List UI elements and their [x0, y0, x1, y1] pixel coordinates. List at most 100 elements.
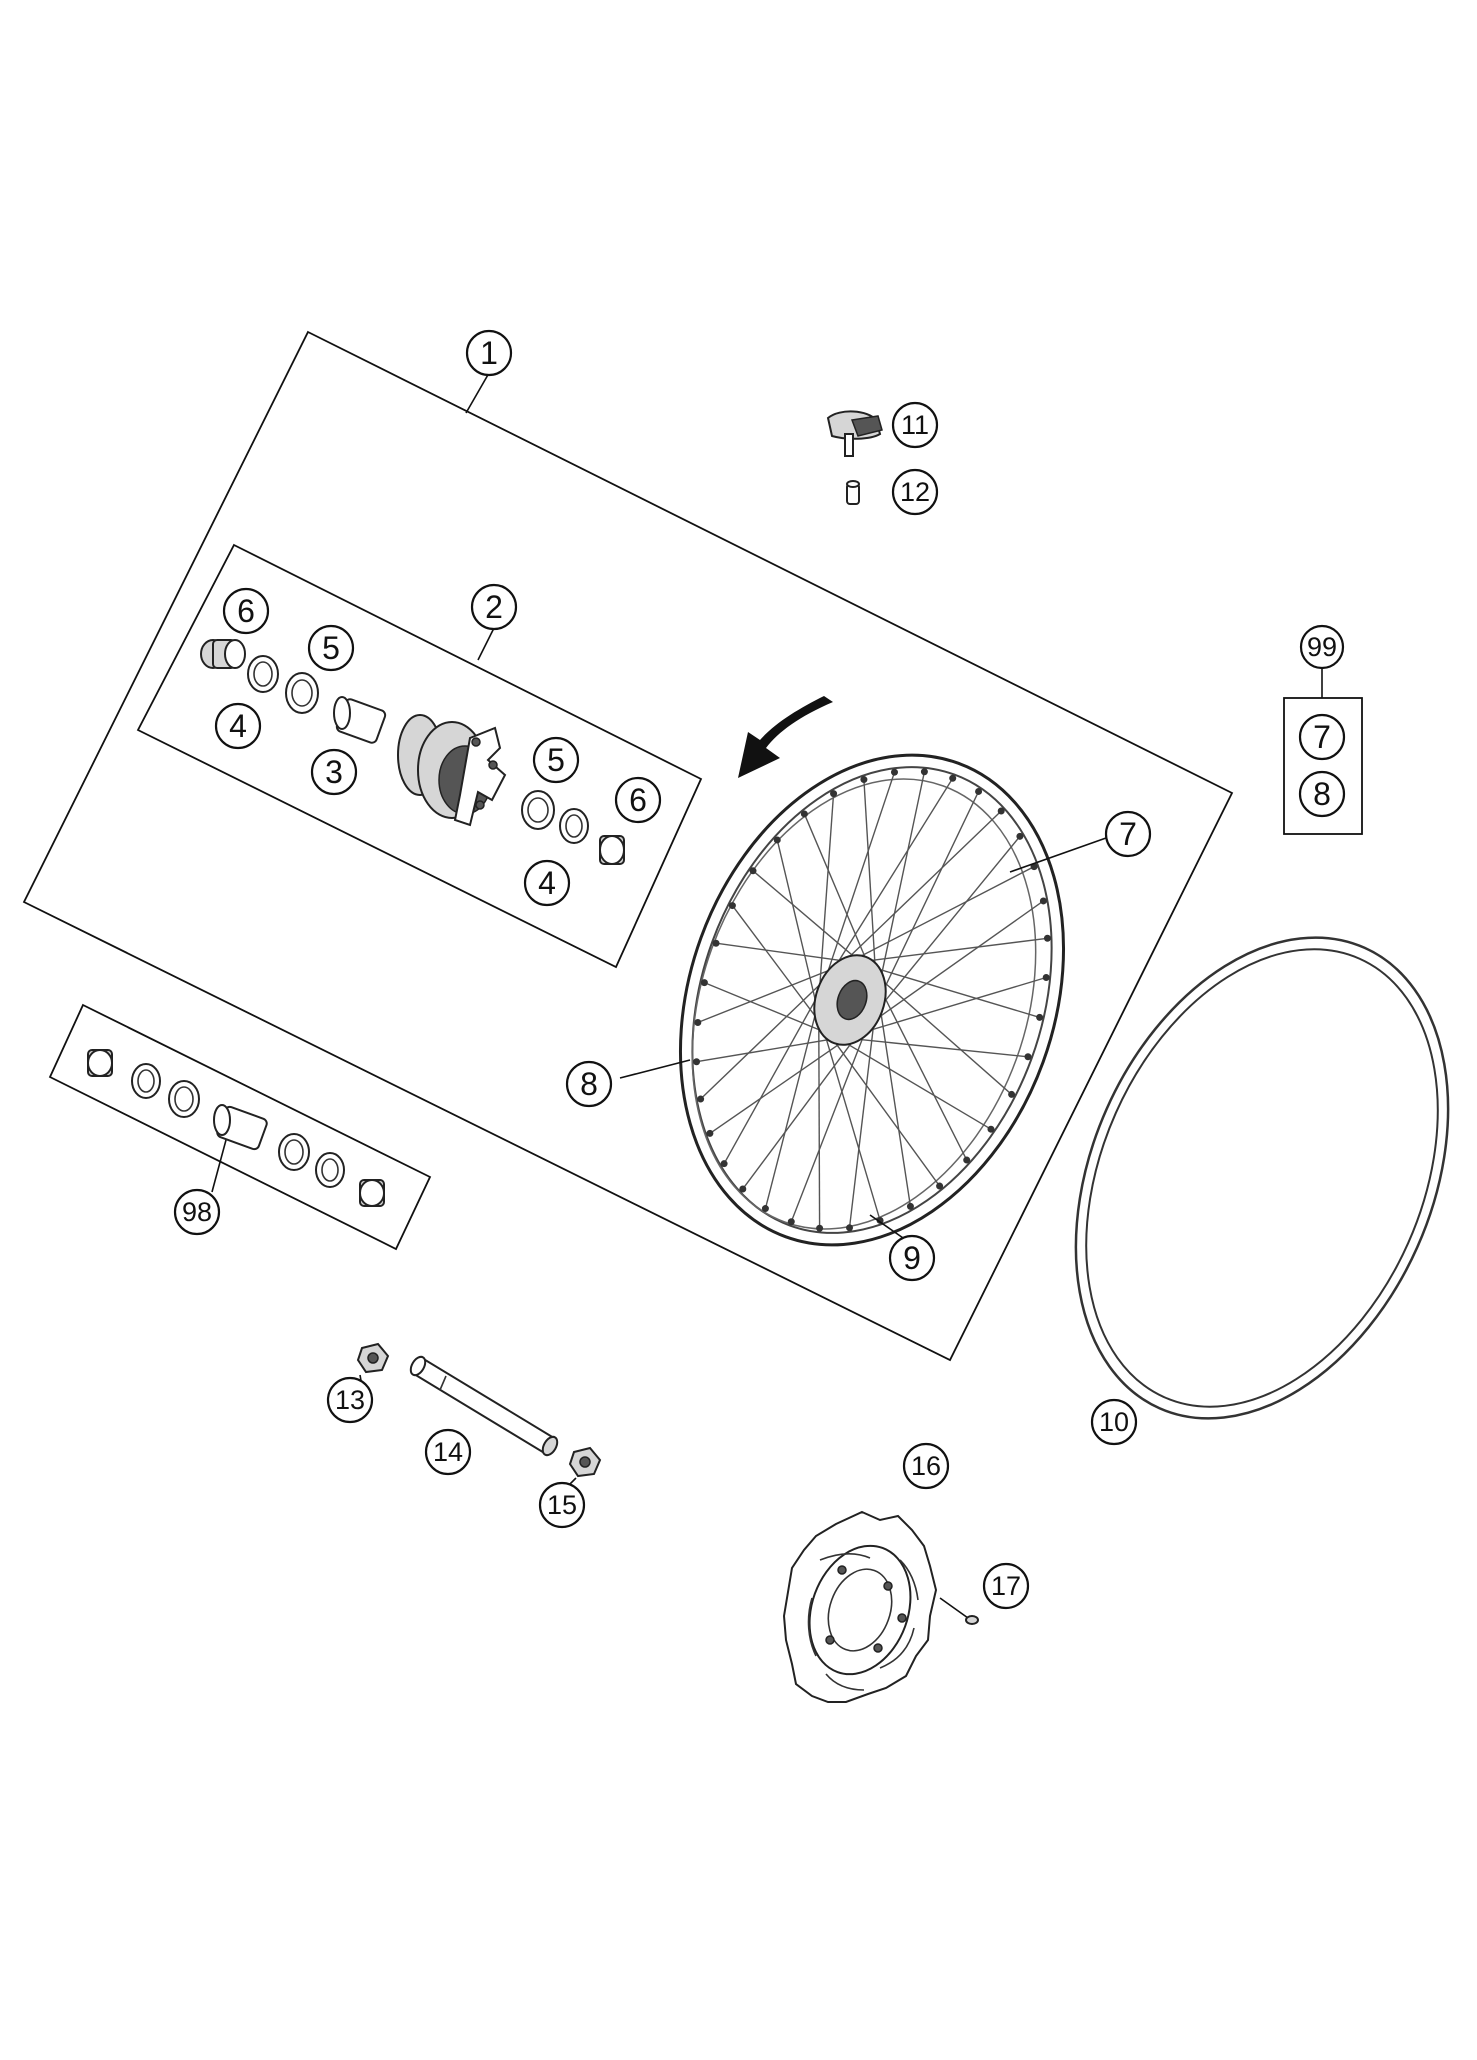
callout-10-label: 10: [1099, 1407, 1129, 1437]
spoke: [696, 1038, 831, 1063]
valve-cap: [826, 410, 883, 457]
callout-99-item-7-label: 7: [1313, 719, 1331, 755]
callout-7: 7: [1104, 810, 1152, 858]
callout-16: 16: [902, 1442, 950, 1490]
callout-10: 10: [1090, 1398, 1138, 1446]
spoke: [715, 942, 844, 962]
callout-1: 1: [465, 329, 513, 377]
spoke: [825, 771, 896, 977]
spoke: [776, 839, 818, 1006]
callout-4-left: 4: [214, 702, 262, 750]
callout-8-label: 8: [580, 1066, 598, 1102]
disc-bolt: [965, 1615, 979, 1625]
callout-15: 15: [538, 1481, 586, 1529]
callout-8: 8: [565, 1060, 613, 1108]
spoke: [697, 968, 833, 1024]
callout-15-label: 15: [547, 1490, 577, 1520]
spoke-nipple: [694, 1018, 702, 1026]
spoke-nipple: [1008, 1090, 1016, 1098]
inner-tube: [1074, 936, 1450, 1420]
spoke: [790, 1034, 865, 1223]
spoke-nipples: [693, 768, 1051, 1232]
spoke: [869, 937, 1048, 962]
spoke: [858, 865, 1035, 958]
spoke: [824, 1034, 881, 1221]
spoke-nipple: [846, 1224, 854, 1232]
valve-core: [846, 480, 860, 505]
axle: [409, 1355, 559, 1457]
spoke-nipple: [739, 1185, 747, 1193]
spoke: [876, 900, 1044, 1020]
callout-7-label: 7: [1119, 816, 1137, 852]
callout-16-label: 16: [911, 1451, 941, 1481]
brake-disc: [782, 1510, 938, 1703]
spoke-nipple: [749, 867, 757, 875]
callout-13: 13: [326, 1376, 374, 1424]
spoke: [867, 976, 1047, 1032]
kit-98-box: [48, 1003, 432, 1251]
spoke: [700, 980, 825, 1100]
callout-6-left-label: 6: [237, 593, 255, 629]
axle-nut: [356, 1342, 390, 1374]
spoke-nipple: [920, 768, 928, 776]
spoke-nipple: [1042, 974, 1050, 982]
leader-17: [939, 1597, 969, 1619]
callout-6-left: 6: [222, 587, 270, 635]
leader-2: [477, 627, 495, 661]
spoke: [723, 994, 819, 1165]
callout-2: 2: [470, 583, 518, 631]
wheel-spokes: [696, 771, 1048, 1229]
callout-4-left-label: 4: [229, 708, 247, 744]
spoke: [752, 870, 856, 958]
spoke: [709, 1042, 842, 1134]
spoke: [882, 994, 968, 1161]
callout-17-label: 17: [991, 1571, 1021, 1601]
callout-6-right-label: 6: [629, 782, 647, 818]
callout-99-item-7: 7: [1298, 713, 1346, 761]
spoke-nipple: [693, 1058, 701, 1066]
spoke-nipple: [876, 1216, 884, 1224]
spoke-nipple: [830, 790, 838, 798]
leader-9: [869, 1214, 907, 1241]
callout-12-label: 12: [900, 477, 930, 507]
spoke: [879, 1009, 912, 1207]
spoke: [833, 1040, 941, 1187]
spoke-nipple: [700, 979, 708, 987]
spoke: [881, 835, 1021, 1006]
leader-98: [211, 1139, 227, 1193]
spoke: [882, 791, 980, 991]
spoke-nipple: [787, 1218, 795, 1226]
spoke-nipple: [816, 1224, 824, 1232]
callout-17: 17: [982, 1562, 1030, 1610]
kit-98-parts: [87, 1049, 385, 1207]
callout-99-item-8: 8: [1298, 770, 1346, 818]
spoke-nipple: [860, 776, 868, 784]
callout-11: 11: [891, 401, 939, 449]
callout-5-right: 5: [532, 736, 580, 784]
spoke-nipple: [949, 774, 957, 782]
callout-99-item-8-label: 8: [1313, 776, 1331, 812]
wheel-rim: [678, 753, 1066, 1247]
spoke-nipple: [890, 768, 898, 776]
callout-3-label: 3: [325, 754, 343, 790]
callout-14: 14: [424, 1428, 472, 1476]
callout-1-label: 1: [480, 335, 498, 371]
callout-12: 12: [891, 468, 939, 516]
callout-99-label: 99: [1307, 632, 1337, 662]
spoke: [877, 968, 1040, 1019]
callout-5-left: 5: [307, 624, 355, 672]
kit-99-box: [1283, 697, 1363, 835]
spoke: [880, 771, 926, 977]
rotation-arrow: [738, 696, 833, 778]
spoke-nipple: [773, 836, 781, 844]
spoke-nipple: [761, 1205, 769, 1213]
spoke: [818, 793, 835, 991]
callout-5-left-label: 5: [322, 630, 340, 666]
callout-13-label: 13: [335, 1385, 365, 1415]
callout-3: 3: [310, 748, 358, 796]
spoke-nipple: [728, 902, 736, 910]
spoke-nipple: [1024, 1053, 1032, 1061]
callout-9-label: 9: [903, 1240, 921, 1276]
callout-9: 9: [888, 1234, 936, 1282]
